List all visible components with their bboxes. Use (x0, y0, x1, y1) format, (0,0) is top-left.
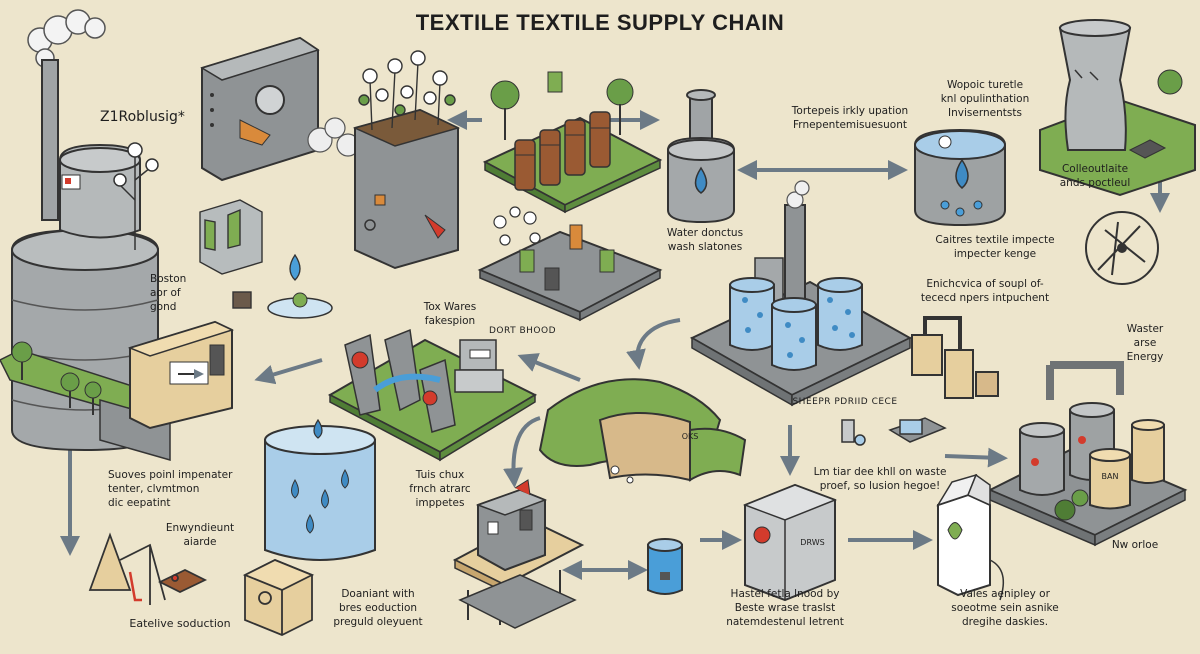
tank-icon (647, 538, 683, 595)
gear-icon (1085, 211, 1159, 285)
label-doaniant: Doaniant with bres eoduction preguld ole… (333, 588, 423, 628)
tank-icon (987, 361, 1188, 547)
pipe-icon (911, 316, 999, 399)
label-wopoic: Wopoic turetle knl opulinthation Inviser… (940, 79, 1030, 119)
tree-icon (84, 381, 102, 415)
tree-icon (60, 372, 80, 408)
carton-icon (936, 473, 1005, 601)
tank-icon (264, 418, 376, 561)
flow-arrows (60, 110, 1170, 580)
label-roblusig: Z1Roblusig* (100, 109, 185, 125)
arrow-icon (503, 416, 541, 488)
box-icon (199, 199, 263, 309)
arrow-icon (517, 353, 581, 382)
arrow-icon (254, 358, 323, 385)
water-drop-icon (694, 166, 708, 194)
box-label-ban: BAN (1101, 472, 1119, 481)
box-icon (452, 479, 585, 629)
tank-icon (352, 108, 461, 270)
box-icon (242, 559, 315, 636)
cotton-plant-icon (358, 50, 456, 131)
label-nw-orloe: Nw orloe (1111, 539, 1159, 551)
box-icon (841, 417, 947, 446)
label-vaies: Vaies aenipley or soeotme sein asnike dr… (951, 588, 1059, 628)
box-label-drws: DRWS (800, 538, 825, 547)
cooling-tower-icon (1039, 19, 1196, 197)
tank-icon (327, 328, 538, 462)
water-drop-icon (955, 158, 969, 189)
cotton-plant-icon (113, 142, 159, 250)
tank-icon (667, 89, 735, 224)
label-enwyndieunt: Enwyndieunt aiarde (165, 522, 235, 548)
tank-icon (200, 36, 360, 182)
label-boston: Boston aor of gond (150, 273, 187, 313)
tree-icon (1157, 69, 1183, 95)
diagram-title: TEXTILE TEXTILE SUPPLY CHAIN (415, 10, 785, 35)
label-lm-tiar: Lm tiar dee khll on waste proef, so lusi… (813, 466, 947, 492)
box-icon (127, 320, 235, 430)
label-eatelive: Eatelive soduction (129, 617, 231, 630)
arrow-icon (626, 318, 681, 370)
tree-icon (606, 78, 634, 135)
tank-icon (689, 180, 913, 407)
box-icon (88, 532, 208, 605)
label-tuis-chux: Tuis chux frnch atrarc imppetes (409, 469, 471, 509)
label-suoves: Suoves poinl impenater tenter, clvmtmon … (108, 469, 233, 509)
label-caitres: Caitres textile impecte impecter kenge (935, 234, 1055, 260)
box-label-oks: OKS (681, 432, 699, 441)
label-waster: Waster arse Energy (1126, 323, 1164, 363)
label-colleoutlate: Colleoutlaite ands poctleul (1059, 163, 1131, 189)
water-drop-icon (267, 253, 333, 319)
label-enichcvica: Enichcvica of soupl of- tececd npers int… (920, 278, 1050, 304)
label-hastel: Hastel fetla lnood by Beste wrase trasls… (726, 588, 844, 628)
barrel-icon (482, 71, 663, 214)
water-drop-icon (313, 418, 323, 439)
box-icon (742, 483, 838, 602)
tree-icon (490, 80, 520, 140)
label-sheepr: SHEEPR PDRIID CECE (792, 397, 898, 407)
arrow-icon (944, 447, 1008, 468)
factory-icon (0, 9, 171, 461)
tree-icon (11, 341, 33, 380)
tree-icon (538, 378, 747, 484)
tank-icon (477, 206, 663, 322)
tank-icon (914, 128, 1006, 227)
label-tortepeis: Tortepeis irkly upation Frnepentemisuesu… (791, 105, 909, 131)
tree-icon (1054, 489, 1089, 521)
label-water-donctus: Water donctus wash slatones (666, 227, 744, 253)
label-dort: DORT BHOOD (488, 326, 556, 336)
label-tox-wares: Tox Wares fakespion (423, 301, 477, 327)
